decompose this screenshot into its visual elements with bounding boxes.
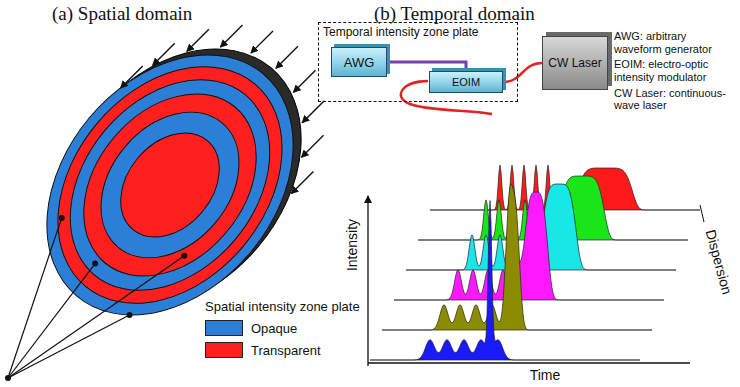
laser-box: CW Laser <box>542 36 608 90</box>
legend-row: Opaque <box>205 320 321 336</box>
focus-ray <box>8 256 184 378</box>
axis-label: Dispersion <box>703 228 736 296</box>
ray-dot <box>59 215 65 221</box>
awg-box: AWG <box>331 47 387 77</box>
light-arrow <box>293 70 315 92</box>
waveform-traces <box>370 165 700 360</box>
ray-dot <box>127 312 133 318</box>
device-label: AWG <box>344 55 375 70</box>
legend-swatch <box>205 320 243 336</box>
zone-ring <box>48 60 291 310</box>
abbreviation-note: CW Laser: continuous-wave laser <box>614 87 736 112</box>
time-axis <box>368 362 690 363</box>
axis-label: Intensity <box>344 219 360 271</box>
intensity-axis <box>367 196 368 366</box>
legend-heading: Spatial intensity zone plate <box>205 299 360 314</box>
cable-connector <box>503 63 542 82</box>
focusing-rays <box>5 215 187 381</box>
legend-swatch <box>205 342 243 358</box>
device-label: EOIM <box>452 76 480 88</box>
panel-title: (b) Temporal domain <box>374 3 535 25</box>
eoim-box: EOIM <box>429 71 503 93</box>
light-arrow <box>251 31 273 53</box>
focus-ray <box>8 218 62 378</box>
cable-connector <box>387 62 466 71</box>
light-arrow <box>276 46 298 68</box>
zone-ring <box>101 114 240 257</box>
light-arrow <box>302 101 324 123</box>
legend-text: Transparent <box>251 343 321 358</box>
dashed-group-box: Temporal intensity zone plateAWG EOIM <box>318 22 518 102</box>
light-arrow <box>220 25 242 47</box>
legend-row: Transparent <box>205 342 321 358</box>
group-title: Temporal intensity zone plate <box>323 25 478 39</box>
light-arrow <box>153 43 175 65</box>
light-arrow <box>187 29 209 51</box>
dispersion-axis <box>700 205 704 222</box>
zone-ring <box>29 40 310 329</box>
light-arrow <box>291 171 313 193</box>
abbreviation-note: EOIM: electro-optic intensity modulator <box>614 58 736 83</box>
axis-label: Time <box>530 367 561 383</box>
waveform-trace <box>370 201 640 360</box>
panel-title: (a) Spatial domain <box>52 3 192 25</box>
waveform-trace <box>382 184 652 330</box>
light-arrow <box>121 66 143 88</box>
light-arrow <box>302 135 324 157</box>
legend: OpaqueTransparent <box>205 320 321 364</box>
device-label: CW Laser <box>548 56 601 70</box>
focus-ray <box>8 264 95 378</box>
ray-dot <box>181 253 187 259</box>
ray-dot <box>92 261 98 267</box>
waveform-trace <box>394 192 664 300</box>
abbreviation-list: AWG: arbitrary waveform generatorEOIM: e… <box>614 30 736 112</box>
abbreviation-note: AWG: arbitrary waveform generator <box>614 30 736 55</box>
legend-text: Opaque <box>251 321 297 336</box>
incident-light-arrows <box>121 25 325 193</box>
focal-point <box>5 375 11 381</box>
zone-ring <box>73 85 268 285</box>
zone-ring <box>12 22 328 347</box>
